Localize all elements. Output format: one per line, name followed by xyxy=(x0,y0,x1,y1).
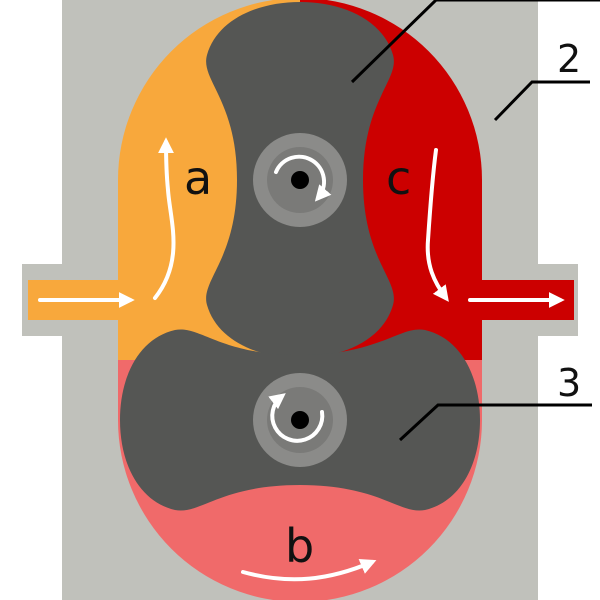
housing-leader-line xyxy=(493,80,590,122)
callout-label-lower-lobe: 3 xyxy=(557,361,581,405)
callout-label-housing: 2 xyxy=(557,37,581,81)
counterclockwise-rotation-icon xyxy=(268,393,325,443)
upper-lobe-leader-line xyxy=(350,0,600,84)
upper-shaft xyxy=(291,171,309,189)
chamber-label-a: a xyxy=(184,151,212,205)
chamber-label-c: c xyxy=(386,151,411,205)
clockwise-rotation-icon xyxy=(274,154,332,202)
bottom-chamber-flow-arrow xyxy=(241,559,377,582)
lower-lobe-leader-line xyxy=(398,403,592,442)
lower-shaft xyxy=(291,411,309,429)
outlet-chamber-flow-arrow xyxy=(425,148,449,302)
inlet-chamber-flow-arrow xyxy=(153,137,176,300)
chamber-label-b: b xyxy=(285,519,314,573)
